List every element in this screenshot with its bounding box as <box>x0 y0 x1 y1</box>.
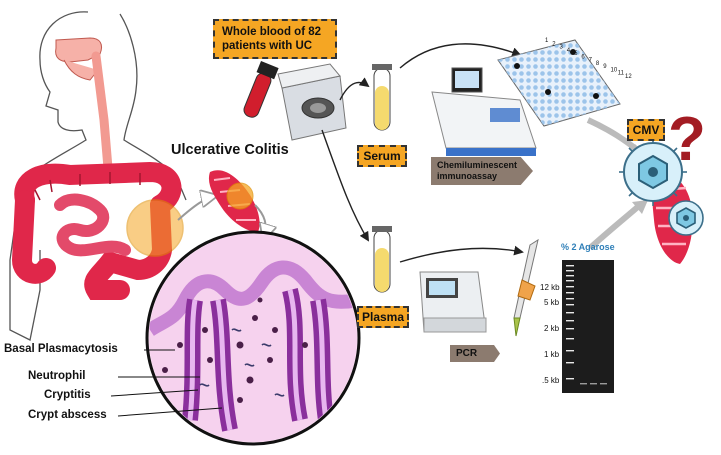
plasma-tube <box>372 226 392 293</box>
gel-ladder-label-1kb: 1 kb <box>544 350 560 359</box>
gel-ladder-band <box>566 286 574 288</box>
plate-column-label: 6 <box>581 54 585 60</box>
plate-column-label: 3 <box>560 45 564 51</box>
question-mark-icon: ? <box>668 105 706 174</box>
colon-illustration <box>11 161 184 300</box>
serum-tube <box>372 64 392 131</box>
plate-column-label: 8 <box>596 61 600 67</box>
pcr-tag: PCR <box>450 345 500 362</box>
cmv-label: CMV <box>627 119 665 141</box>
gel-ladder-band <box>566 270 574 272</box>
gel-ladder-label-05kb: .5 kb <box>542 376 560 385</box>
elisa-plate <box>497 39 621 127</box>
gel-ladder-band <box>566 280 574 282</box>
workflow-arrows <box>321 43 524 263</box>
gel-sample-band <box>580 383 587 385</box>
gel-ladder-band <box>566 328 574 330</box>
serum-label-text: Serum <box>363 149 401 163</box>
gel-ladder-band <box>566 350 574 352</box>
plate-column-label: 5 <box>574 51 578 57</box>
gel-ladder-band <box>566 298 574 300</box>
pipette <box>513 238 539 337</box>
plasma-label-text: Plasma <box>361 310 405 324</box>
gel-ladder-band <box>566 378 574 380</box>
assay-tag-text: Chemiluminescent immunoassay <box>437 160 518 181</box>
label-cryptitis: Cryptitis <box>44 389 91 401</box>
serum-label: Serum <box>357 145 407 167</box>
gel-lanes <box>580 383 607 385</box>
human-outline <box>9 11 187 341</box>
plate-column-label: 12 <box>625 74 632 80</box>
plate-column-label: 1 <box>545 38 549 44</box>
label-basal-plasmacytosis: Basal Plasmacytosis <box>4 343 118 355</box>
gel-ladder-label-2kb: 2 kb <box>544 324 560 333</box>
uc-title: Ulcerative Colitis <box>171 142 289 158</box>
immunoassay-analyzer <box>431 67 537 156</box>
gel-ladder-band <box>566 320 574 322</box>
label-crypt-abscess: Crypt abscess <box>28 409 107 421</box>
plate-column-label: 9 <box>603 64 607 70</box>
histology-pointers <box>110 349 223 417</box>
assay-tag: Chemiluminescent immunoassay <box>431 157 533 185</box>
gel-ladder-bands <box>566 265 574 380</box>
gel-ladder-label-12kb: 12 kb <box>540 283 560 292</box>
gel-ladder-label-5kb: 5 kb <box>544 298 560 307</box>
plate-column-label: 7 <box>589 58 593 64</box>
gel-ladder-band <box>566 304 574 306</box>
gel-ladder-band <box>566 362 574 364</box>
cmv-virus-large <box>619 138 687 206</box>
gel-ladder-band <box>566 312 574 314</box>
gel-title: % 2 Agarose <box>561 242 615 252</box>
blood-tube <box>243 61 279 118</box>
label-neutrophil: Neutrophil <box>28 370 86 382</box>
uc-tissue-segment <box>208 170 260 232</box>
pcr-machine <box>419 271 487 333</box>
gel-ladder-band <box>566 338 574 340</box>
plasma-label: Plasma <box>357 306 409 328</box>
gel-ladder-band <box>566 265 574 267</box>
gel-ladder-band <box>566 292 574 294</box>
plate-column-label: 2 <box>552 41 556 47</box>
plate-column-label: 4 <box>567 48 571 54</box>
gel-sample-band <box>600 383 607 385</box>
sample-box-text: Whole blood of 82 patients with UC <box>222 26 322 52</box>
colon-to-tissue-arrow <box>177 196 215 221</box>
centrifuge <box>277 63 347 141</box>
sample-box: Whole blood of 82 patients with UC <box>213 19 337 59</box>
plate-column-label: 10 <box>611 68 618 74</box>
cmv-label-text: CMV <box>632 123 660 137</box>
gel-ladder-band <box>566 275 574 277</box>
plate-column-label: 11 <box>618 71 625 77</box>
pcr-tag-text: PCR <box>456 348 478 359</box>
histology-circle <box>145 230 361 446</box>
cmv-virus-small <box>668 200 704 236</box>
gel-sample-band <box>590 383 597 385</box>
agarose-gel <box>562 260 614 393</box>
